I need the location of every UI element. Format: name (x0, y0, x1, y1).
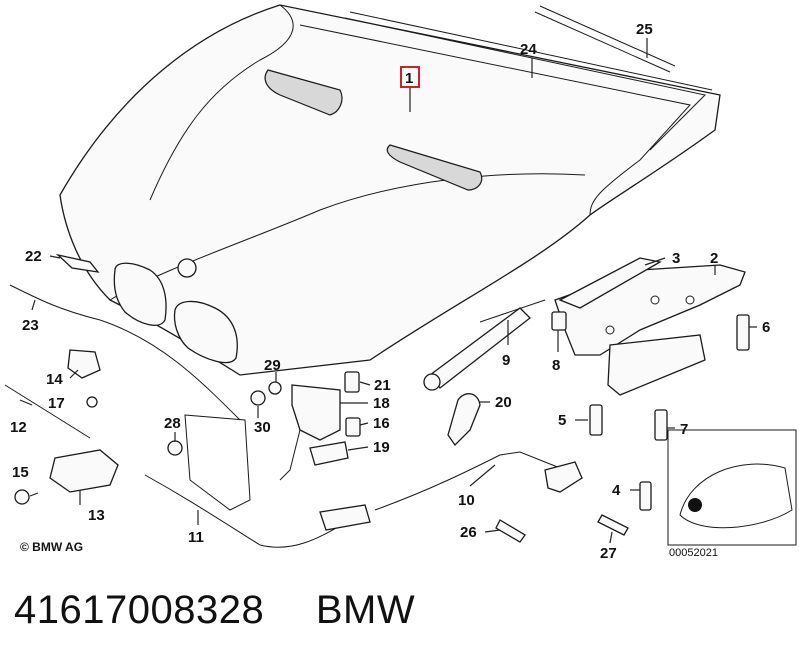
pad-19 (309, 441, 349, 466)
screw-15 (14, 489, 30, 505)
part-number: 41617008328 (14, 588, 265, 632)
callout-4: 4 (612, 482, 621, 499)
callout-8: 8 (552, 357, 560, 374)
highlight-box (400, 66, 420, 88)
copyright-notice: © BMW AG (20, 540, 84, 554)
release-cable-10 (374, 451, 561, 511)
callout-23: 23 (22, 317, 39, 334)
nut-8 (551, 311, 567, 331)
location-dot (688, 498, 702, 512)
callout-17: 17 (48, 395, 65, 412)
hood-lock-13 (49, 449, 119, 493)
callout-22: 22 (25, 248, 42, 265)
callout-5: 5 (558, 412, 566, 429)
latch-lower-part (279, 429, 301, 481)
callout-10: 10 (458, 492, 475, 509)
brand-name: BMW (315, 588, 416, 632)
callout-3: 3 (672, 250, 680, 267)
callout-28: 28 (164, 415, 181, 432)
callout-26: 26 (460, 524, 477, 541)
callout-12: 12 (10, 419, 27, 436)
bracket-3 (558, 257, 662, 309)
bushing-16 (345, 417, 361, 437)
gas-strut-9 (423, 299, 546, 391)
footer-caption: 41617008328 BMW (14, 588, 415, 633)
cable-connector (319, 504, 371, 531)
callout-7: 7 (680, 421, 688, 438)
bolt-29 (268, 381, 282, 395)
support-frame (184, 414, 251, 511)
callout-21: 21 (374, 377, 391, 394)
callout-19: 19 (373, 439, 390, 456)
hood-seal-24 (344, 11, 713, 151)
handle-bracket (544, 461, 583, 493)
inset-code: 00052021 (669, 547, 718, 559)
clip-28 (167, 440, 183, 456)
parts-diagram: 00052021 1 2 3 (4, 4, 797, 562)
callout-1: 1 (405, 70, 413, 87)
callout-29: 29 (264, 357, 281, 374)
hood-panel (59, 4, 721, 376)
callout-27: 27 (600, 545, 617, 562)
screw-27 (597, 514, 629, 536)
inset-car-view: 00052021 (667, 429, 797, 559)
callout-2: 2 (710, 250, 718, 267)
bolt-5 (589, 404, 603, 436)
latch-bracket-18 (291, 384, 341, 441)
callout-24: 24 (520, 41, 537, 58)
callout-6: 6 (762, 319, 770, 336)
grommet-30 (250, 390, 266, 406)
callout-14: 14 (46, 371, 63, 388)
callout-11: 11 (188, 529, 204, 546)
callout-18: 18 (373, 395, 390, 412)
clip-22 (55, 253, 100, 273)
callout-9: 9 (502, 352, 510, 369)
hinge-base-plate (607, 334, 706, 396)
callout-16: 16 (373, 415, 390, 432)
release-handle-20 (447, 393, 481, 447)
callout-labels: 1 2 3 4 5 6 7 8 9 10 11 12 13 14 15 16 1… (10, 21, 770, 562)
callout-30: 30 (254, 419, 271, 436)
lock-catch-14 (67, 349, 101, 379)
release-cable-11 (144, 474, 361, 548)
callout-15: 15 (12, 464, 29, 481)
hood-seal-25 (534, 5, 676, 73)
screw-26 (495, 519, 526, 543)
release-cable-23 (9, 284, 241, 421)
callout-20: 20 (495, 394, 512, 411)
callout-13: 13 (88, 507, 105, 524)
bolt-4 (639, 481, 652, 511)
bolt-17 (86, 396, 98, 408)
bushing-21 (344, 371, 360, 393)
bolt-7 (654, 409, 668, 441)
spring-rod-12 (4, 384, 91, 439)
callout-25: 25 (636, 21, 653, 38)
bolt-6 (736, 314, 750, 351)
leader-lines (19, 38, 757, 544)
